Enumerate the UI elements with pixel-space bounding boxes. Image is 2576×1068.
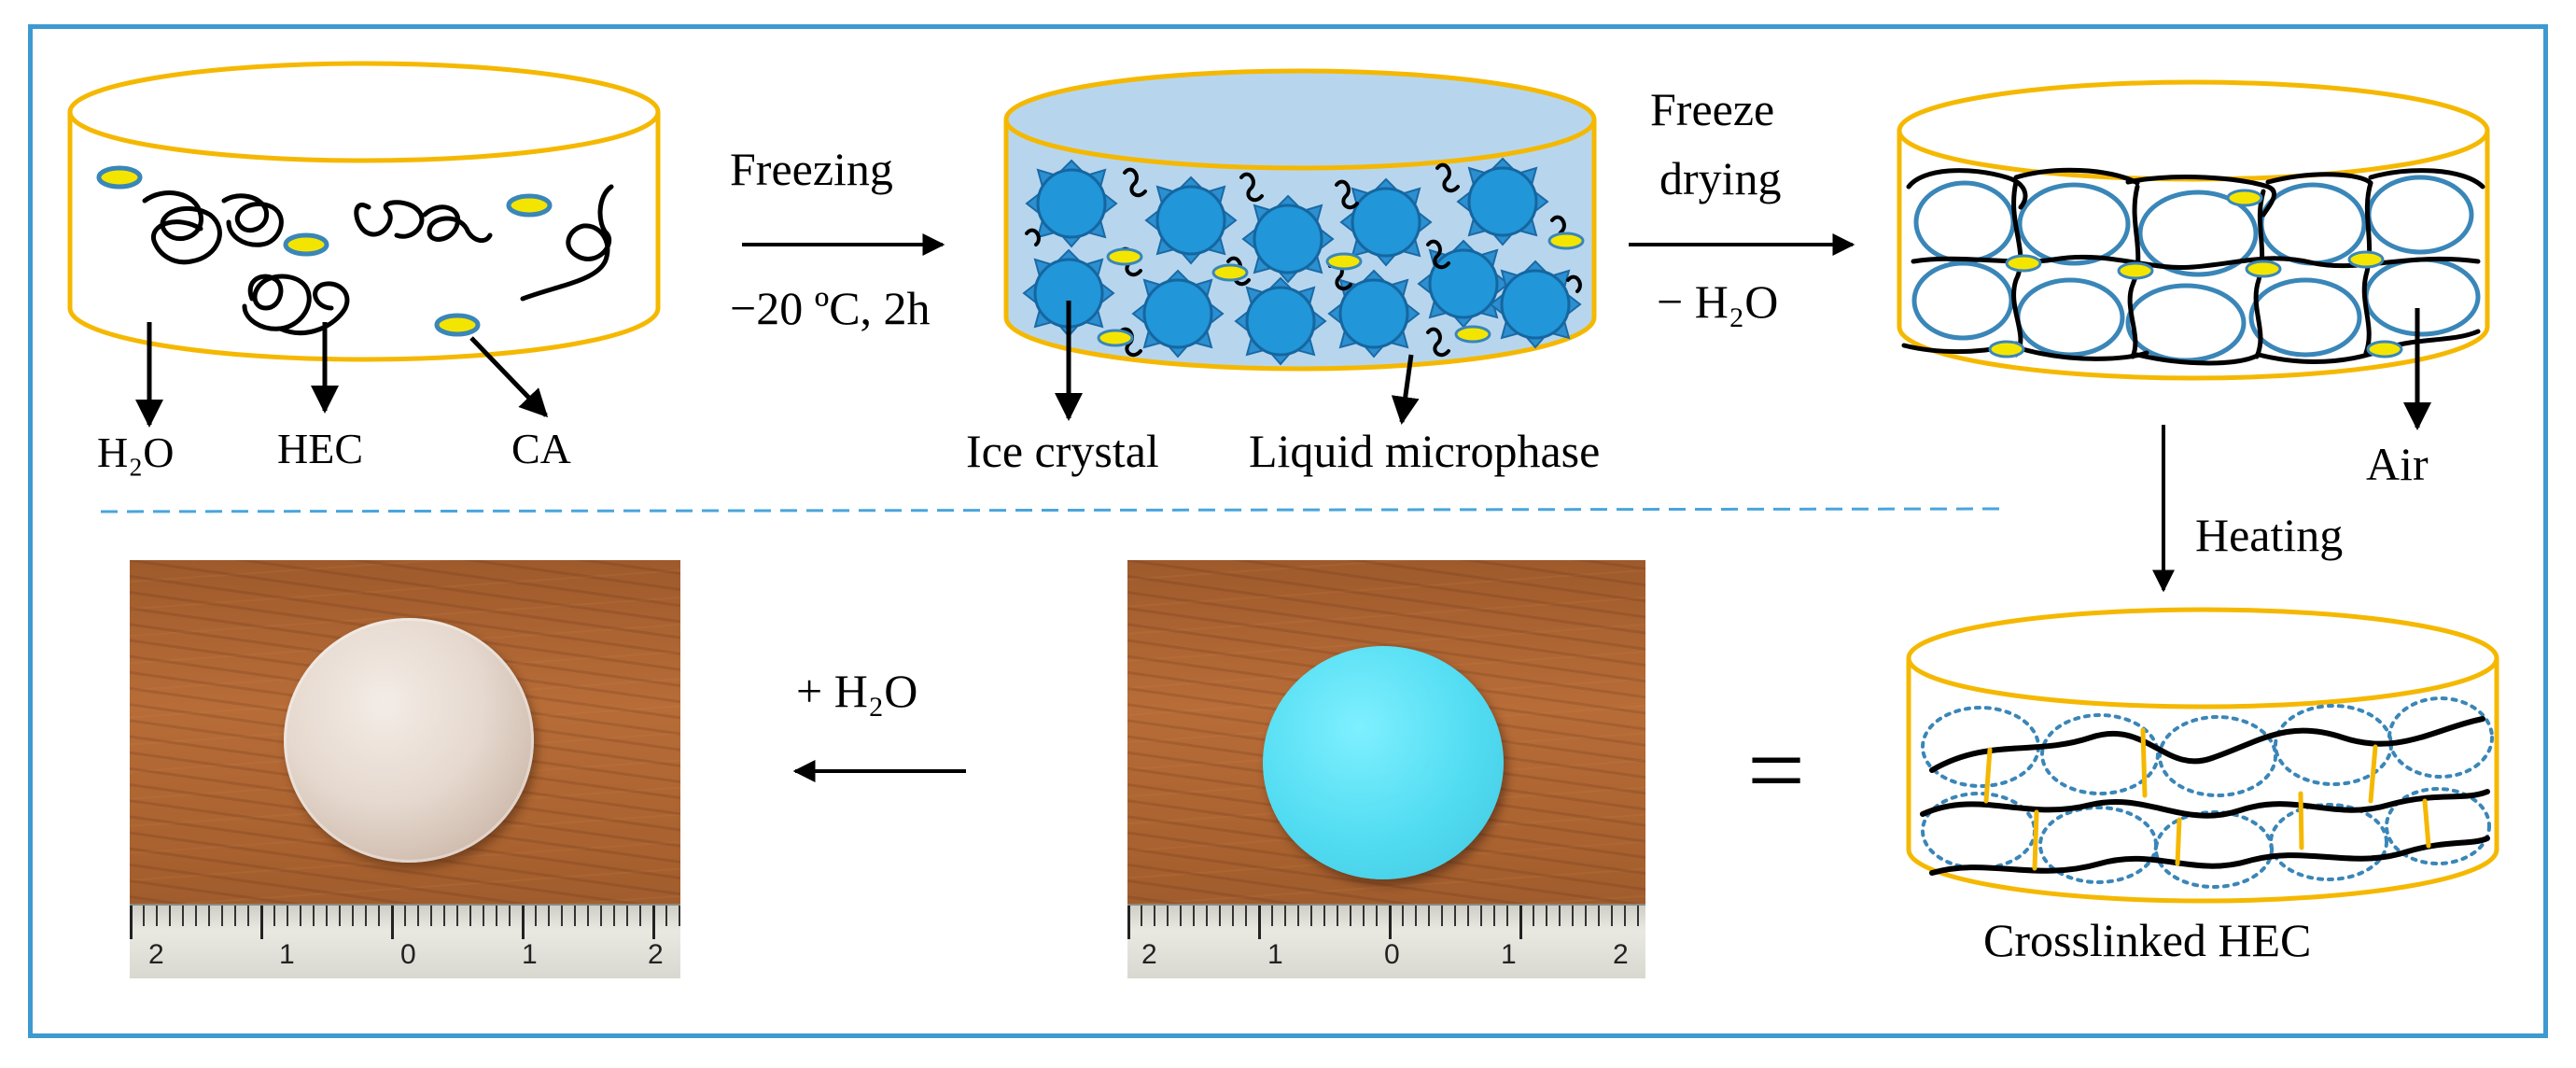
ruler: 2 1 0 1 2 bbox=[130, 904, 680, 978]
solution-container bbox=[67, 61, 661, 362]
label-freeze: Freeze bbox=[1650, 83, 1775, 135]
ruler-number: 1 bbox=[1501, 939, 1517, 970]
label-heating: Heating bbox=[2195, 509, 2344, 561]
arrow-liquid-microphase bbox=[1391, 354, 1420, 425]
label-h2o: H₂O bbox=[97, 429, 175, 476]
ruler-number: 2 bbox=[1613, 939, 1629, 970]
equals-sign: = bbox=[1747, 713, 1806, 827]
ruler-number: 2 bbox=[648, 939, 664, 970]
crosslinked-chains bbox=[1920, 716, 2490, 876]
ruler-number: 1 bbox=[522, 939, 538, 970]
ruler-number: 1 bbox=[279, 939, 295, 970]
label-ice-crystal: Ice crystal bbox=[966, 425, 1159, 477]
figure-border bbox=[28, 24, 2548, 1038]
ruler-number: 0 bbox=[1384, 939, 1400, 970]
arrow-add-water bbox=[792, 760, 966, 782]
label-ca: CA bbox=[511, 425, 571, 472]
hec-polymer-chains bbox=[142, 184, 614, 335]
ice-crystals bbox=[1022, 157, 1582, 366]
label-crosslinked-hec: Crosslinked HEC bbox=[1983, 914, 2312, 966]
liquid-microphase-ca bbox=[1097, 232, 1585, 347]
ruler-number: 0 bbox=[400, 939, 416, 970]
citric-acid-molecules bbox=[96, 165, 553, 337]
photo-swollen-hydrogel: 2 1 0 1 2 bbox=[130, 560, 680, 978]
label-hec: HEC bbox=[277, 425, 363, 472]
ruler-major-ticks bbox=[1127, 906, 1645, 939]
label-freezing-condition: −20 ºC, 2h bbox=[730, 282, 931, 334]
crosslinked-container bbox=[1906, 607, 2499, 904]
ruler-number: 2 bbox=[148, 939, 164, 970]
label-plus-water: + H₂O bbox=[796, 665, 918, 717]
label-minus-water: − H₂O bbox=[1657, 275, 1779, 328]
ruler-major-ticks bbox=[130, 906, 680, 939]
ruler-number: 1 bbox=[1267, 939, 1283, 970]
ruler-number: 2 bbox=[1141, 939, 1157, 970]
dry-aerogel-disc bbox=[1263, 646, 1504, 879]
label-drying: drying bbox=[1659, 152, 1782, 204]
ruler: 2 1 0 1 2 bbox=[1127, 904, 1645, 978]
label-air: Air bbox=[2366, 438, 2429, 490]
dried-ca-molecules bbox=[1988, 189, 2403, 358]
section-divider bbox=[100, 507, 2008, 513]
crosslinks bbox=[1983, 727, 2431, 871]
arrow-ca bbox=[469, 336, 549, 418]
label-liquid-microphase: Liquid microphase bbox=[1249, 425, 1601, 477]
label-freezing: Freezing bbox=[730, 143, 893, 195]
photo-dry-aerogel: 2 1 0 1 2 bbox=[1127, 560, 1645, 978]
swollen-hydrogel-disc bbox=[284, 618, 534, 863]
liquid-microphase-chains bbox=[1025, 162, 1582, 358]
